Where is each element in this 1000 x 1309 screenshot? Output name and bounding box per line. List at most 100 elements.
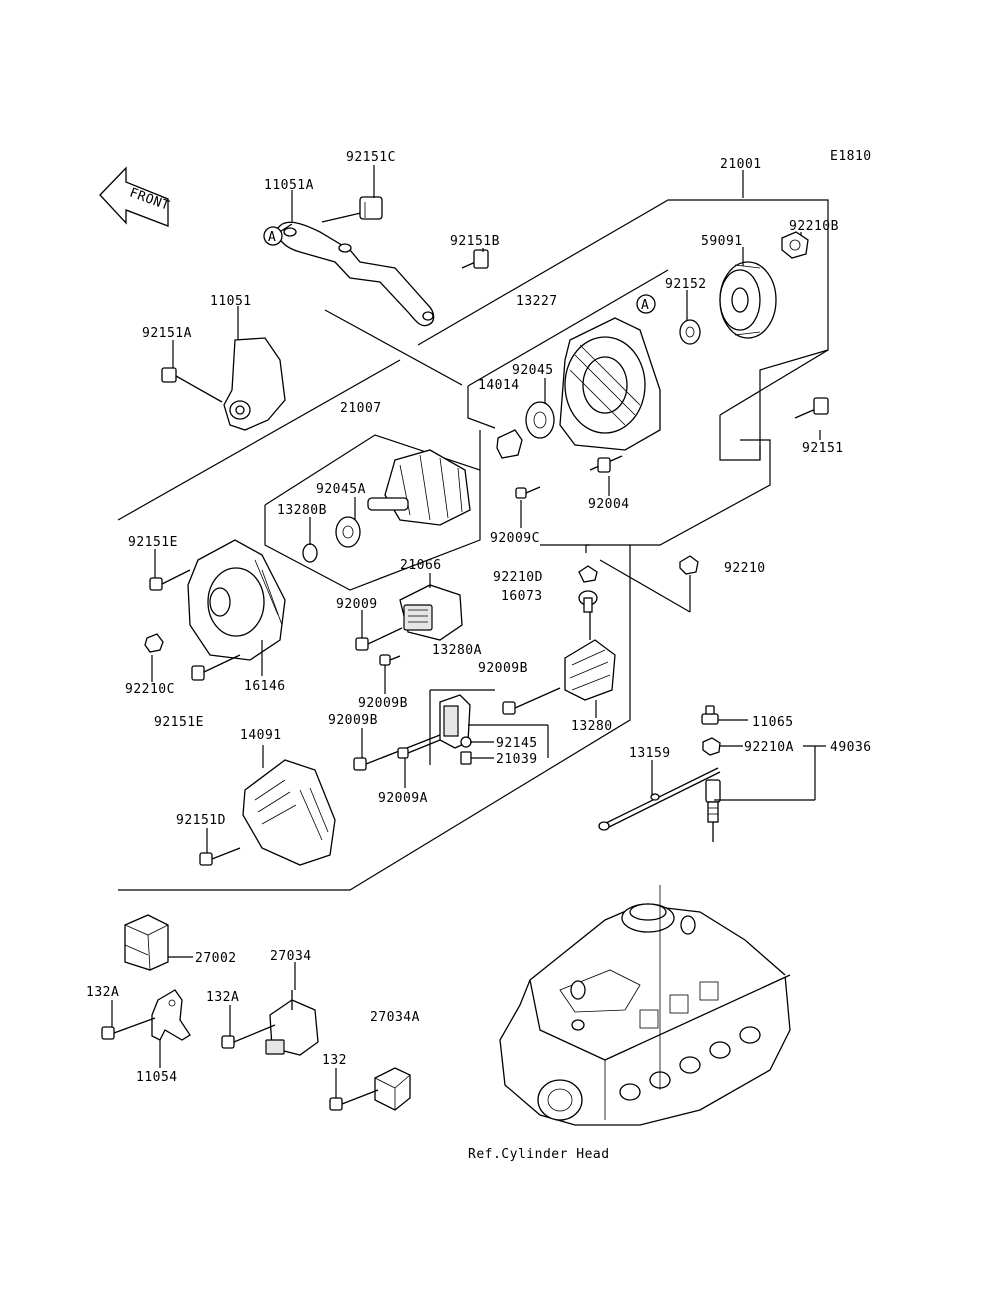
label-92045: 92045 [512, 363, 554, 378]
leader-lines [111, 165, 826, 1098]
label-92009: 92009 [336, 597, 378, 612]
bracket-11051A [276, 221, 435, 327]
regulator-21066 [399, 584, 463, 641]
label-27034A: 27034A [370, 1010, 420, 1025]
label-21001: 21001 [720, 157, 762, 172]
label-92210A: 92210A [744, 740, 794, 755]
label-92009C: 92009C [490, 531, 540, 546]
bearing-92045A [335, 516, 361, 548]
screw-92009C [515, 486, 541, 499]
nut-92210C [144, 633, 164, 653]
bolt-132A-left [101, 1017, 156, 1040]
nut-92210B [781, 231, 809, 259]
label-14091: 14091 [240, 728, 282, 743]
label-21039: 21039 [496, 752, 538, 767]
bolt-92151B [461, 249, 489, 269]
bracket-11051 [223, 337, 286, 431]
screw-92009B-a [379, 654, 401, 666]
label-11054: 11054 [136, 1070, 178, 1085]
housing-16146 [187, 539, 286, 661]
glow-plug-49036 [705, 779, 721, 842]
label-13280B: 13280B [277, 503, 327, 518]
label-11051A: 11051A [264, 178, 314, 193]
bearing-92045 [525, 401, 555, 439]
label-92151D: 92151D [176, 813, 226, 828]
bolt-92151E-top [149, 569, 191, 591]
brush-holder-13280A [439, 694, 471, 749]
svg-text:A: A [268, 230, 276, 245]
label-13159: 13159 [629, 746, 671, 761]
label-92151E-top: 92151E [128, 535, 178, 550]
label-49036: 49036 [830, 740, 872, 755]
assembly-frame-lines [117, 199, 829, 891]
bolt-132 [329, 1089, 379, 1111]
bolt-132A-right [221, 1024, 276, 1049]
front-arrow-icon: FRONT [99, 166, 172, 227]
label-92151B: 92151B [450, 234, 500, 249]
label-13227: 13227 [516, 294, 558, 309]
cover-14091 [242, 759, 336, 866]
label-92045A: 92045A [316, 482, 366, 497]
brush-21039 [460, 751, 472, 765]
label-27002: 27002 [195, 951, 237, 966]
cylinder-head [499, 885, 791, 1126]
screw-92009B-b [502, 687, 561, 715]
bolt-92151D [199, 847, 241, 866]
rectifier-13280 [564, 612, 616, 701]
label-13280: 13280 [571, 719, 613, 734]
nut-92210 [679, 555, 699, 575]
label-14014: 14014 [478, 378, 520, 393]
screw-92009B-c [353, 734, 441, 771]
label-16073: 16073 [501, 589, 543, 604]
housing-13227 [559, 317, 661, 451]
callout-a-1: A [263, 226, 283, 246]
relay-27034A [374, 1067, 411, 1111]
screw-92009 [355, 627, 403, 651]
bracket-11054 [151, 989, 191, 1041]
ref-label: Ref.Cylinder Head [468, 1147, 610, 1162]
label-92210: 92210 [724, 561, 766, 576]
nut-92210D [578, 565, 598, 583]
bolt-16146 [191, 654, 241, 681]
label-92151E-bot: 92151E [154, 715, 204, 730]
label-92004: 92004 [588, 497, 630, 512]
label-92210D: 92210D [493, 570, 543, 585]
label-92009A: 92009A [378, 791, 428, 806]
label-21066: 21066 [400, 558, 442, 573]
svg-text:A: A [641, 298, 649, 313]
label-11065: 11065 [752, 715, 794, 730]
label-92210C: 92210C [125, 682, 175, 697]
label-13280A: 13280A [432, 643, 482, 658]
bolt-92151A [161, 367, 223, 403]
label-92152: 92152 [665, 277, 707, 292]
nut-92210A [702, 737, 721, 756]
label-132A-left: 132A [86, 985, 119, 1000]
label-92151C: 92151C [346, 150, 396, 165]
label-132: 132 [322, 1053, 347, 1068]
spacer-92152 [679, 319, 701, 345]
plate-14014 [496, 429, 523, 459]
controller-27034 [265, 990, 319, 1056]
nut-11065 [701, 705, 719, 725]
label-27034: 27034 [270, 949, 312, 964]
ring-13280B [302, 543, 318, 563]
label-59091: 59091 [701, 234, 743, 249]
label-92009B-a: 92009B [478, 661, 528, 676]
label-21007: 21007 [340, 401, 382, 416]
label-16146: 16146 [244, 679, 286, 694]
glow-plug-lead-13159 [598, 767, 721, 831]
label-92145: 92145 [496, 736, 538, 751]
bolt-92151 [794, 397, 829, 419]
pulley-59091 [719, 261, 777, 339]
stud-92004 [589, 455, 623, 473]
insulator-16073 [578, 590, 598, 613]
label-92009B-c: 92009B [328, 713, 378, 728]
relay-27002 [124, 914, 169, 971]
label-92151A: 92151A [142, 326, 192, 341]
rotor-21007 [367, 449, 471, 526]
label-92151: 92151 [802, 441, 844, 456]
spring-92145 [460, 736, 472, 748]
label-92210B: 92210B [789, 219, 839, 234]
bolt-92151C [321, 196, 383, 223]
